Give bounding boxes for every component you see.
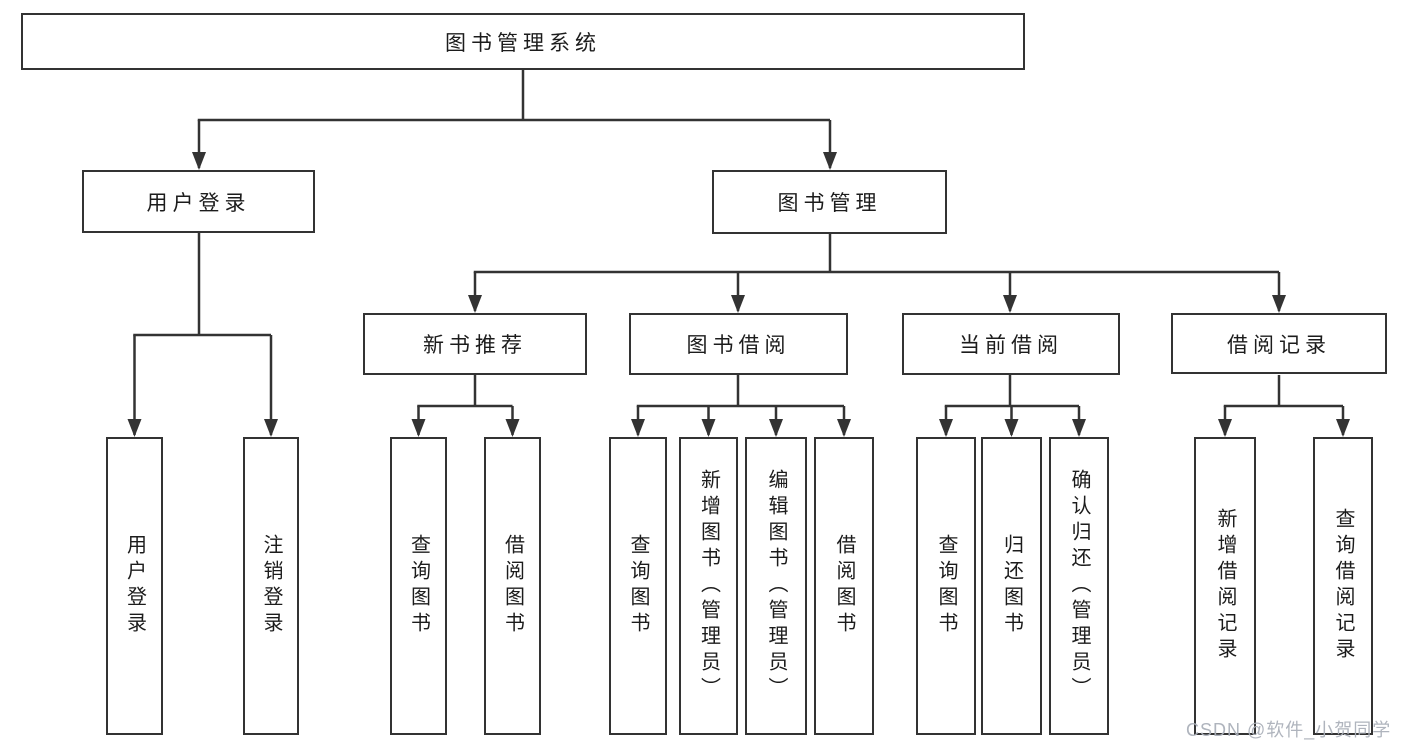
leaf-user-login: 用户登录 bbox=[106, 437, 163, 735]
node-current-borrowing: 当前借阅 bbox=[902, 313, 1120, 375]
leaf-borrow-books-recommend: 借阅图书 bbox=[484, 437, 541, 735]
leaf-logout: 注销登录 bbox=[243, 437, 299, 735]
leaf-add-book-admin: 新增图书（管理员） bbox=[679, 437, 738, 735]
node-label: 图书管理系统 bbox=[445, 31, 601, 55]
node-book-management: 图书管理 bbox=[712, 170, 947, 234]
leaf-query-books-current: 查询图书 bbox=[916, 437, 976, 735]
node-label: 当前借阅 bbox=[959, 334, 1063, 357]
leaf-add-borrow-record: 新增借阅记录 bbox=[1194, 437, 1256, 735]
node-borrow-records: 借阅记录 bbox=[1171, 313, 1387, 374]
node-book-borrowing: 图书借阅 bbox=[629, 313, 848, 375]
node-label: 借阅记录 bbox=[1227, 333, 1331, 357]
node-label: 用户登录 bbox=[146, 191, 251, 215]
leaf-query-borrow-record: 查询借阅记录 bbox=[1313, 437, 1373, 735]
leaf-return-book: 归还图书 bbox=[981, 437, 1042, 735]
leaf-borrow-books: 借阅图书 bbox=[814, 437, 874, 735]
leaf-query-books-borrowing: 查询图书 bbox=[609, 437, 667, 735]
node-library-management-system: 图书管理系统 bbox=[21, 13, 1025, 70]
leaf-edit-book-admin: 编辑图书（管理员） bbox=[745, 437, 807, 735]
csdn-watermark: CSDN @软件_小贺同学 bbox=[1186, 720, 1392, 740]
node-user-login: 用户登录 bbox=[82, 170, 315, 233]
node-label: 新书推荐 bbox=[423, 334, 527, 357]
leaf-confirm-return-admin: 确认归还（管理员） bbox=[1049, 437, 1109, 735]
leaf-query-books-recommend: 查询图书 bbox=[390, 437, 447, 735]
node-new-book-recommend: 新书推荐 bbox=[363, 313, 587, 375]
node-label: 图书借阅 bbox=[686, 334, 791, 357]
node-label: 图书管理 bbox=[777, 192, 882, 215]
